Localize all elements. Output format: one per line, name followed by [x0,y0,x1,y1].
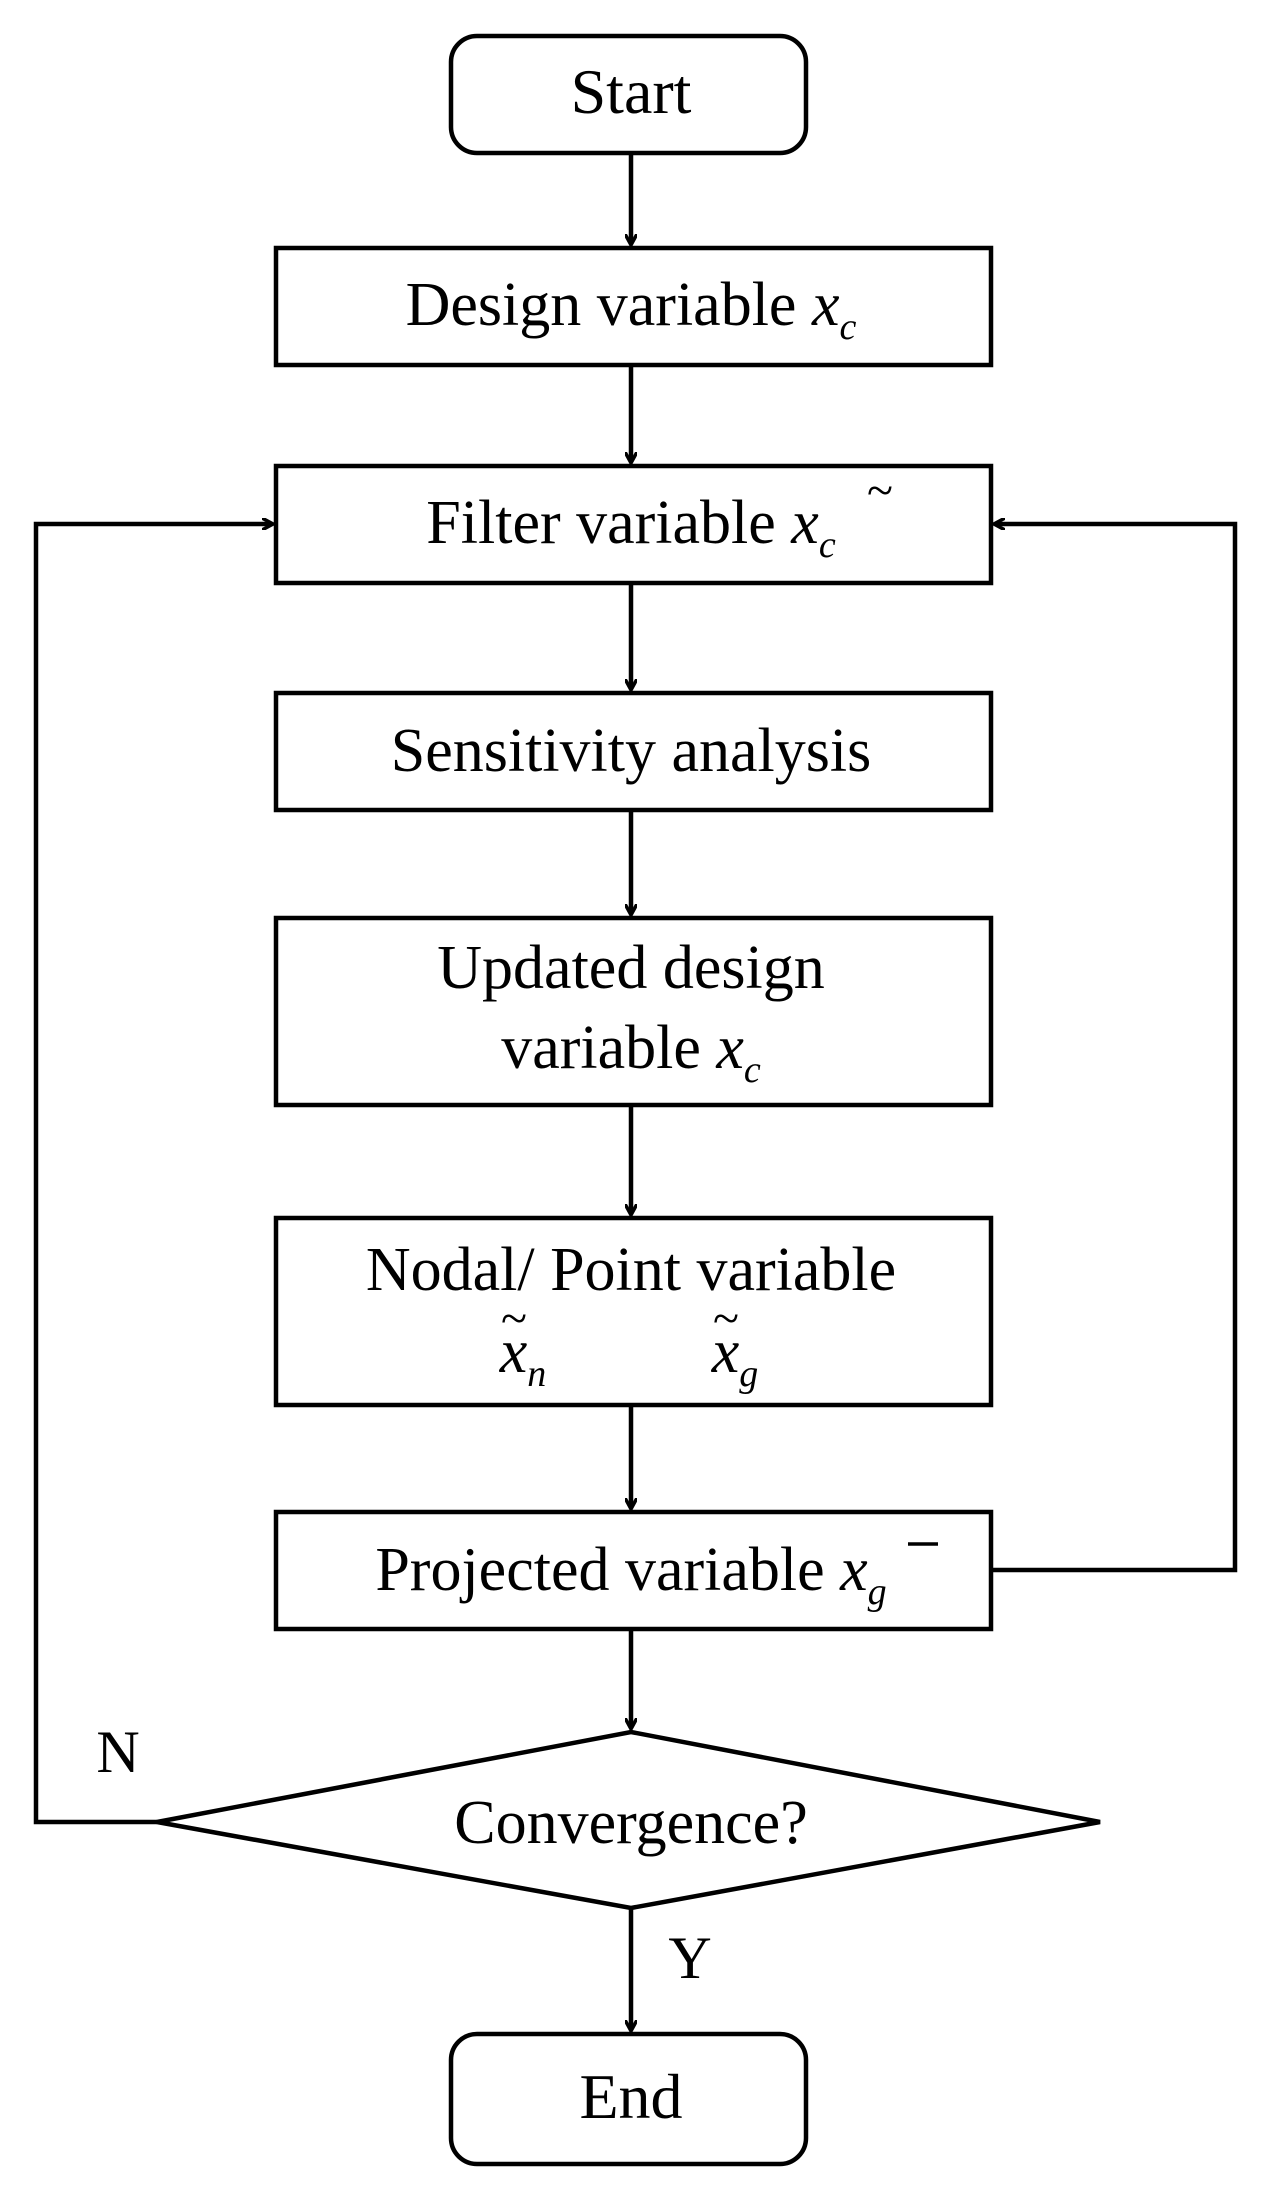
nodal-line1: Nodal/ Point variable [366,1236,896,1304]
design-variable-box [273,245,994,368]
updated-line1: Updated design [437,934,824,1002]
sensitivity-label: Sensitivity analysis [391,717,872,785]
filter-variable-label: Filter variable xc [426,489,836,566]
end-node [448,2031,809,2167]
projected-variable-label: Projected variable xg [375,1536,886,1613]
nodal-xg-tilde: ~ [713,1292,739,1345]
filter-tilde: ~ [867,464,893,517]
start-label: Start [571,56,692,127]
yes-label: Y [668,1925,711,1991]
projected-var-symbol: x [839,1536,868,1604]
no-label: N [96,1719,139,1785]
filter-variable-box [273,463,994,586]
convergence-label: Convergence? [454,1789,807,1857]
nodal-xg: xg [711,1318,759,1395]
end-label: End [579,2061,682,2132]
design-variable-label: Design variable xc [406,271,857,348]
updated-line2: variable xc [501,1014,761,1091]
loop-projected-to-filter [991,524,1238,1573]
loop-no-branch [33,524,272,1825]
filter-var-symbol: x [790,489,819,557]
design-var-symbol: x [811,271,840,339]
sensitivity-analysis-box [273,690,994,813]
nodal-xn-tilde: ~ [501,1292,527,1345]
nodal-point-variable-box [273,1215,994,1408]
start-node [448,33,809,156]
nodal-xn: xn [499,1318,547,1395]
convergence-decision [156,1729,1101,1911]
updated-var-symbol: x [715,1014,744,1082]
updated-design-variable-box [273,915,994,1108]
